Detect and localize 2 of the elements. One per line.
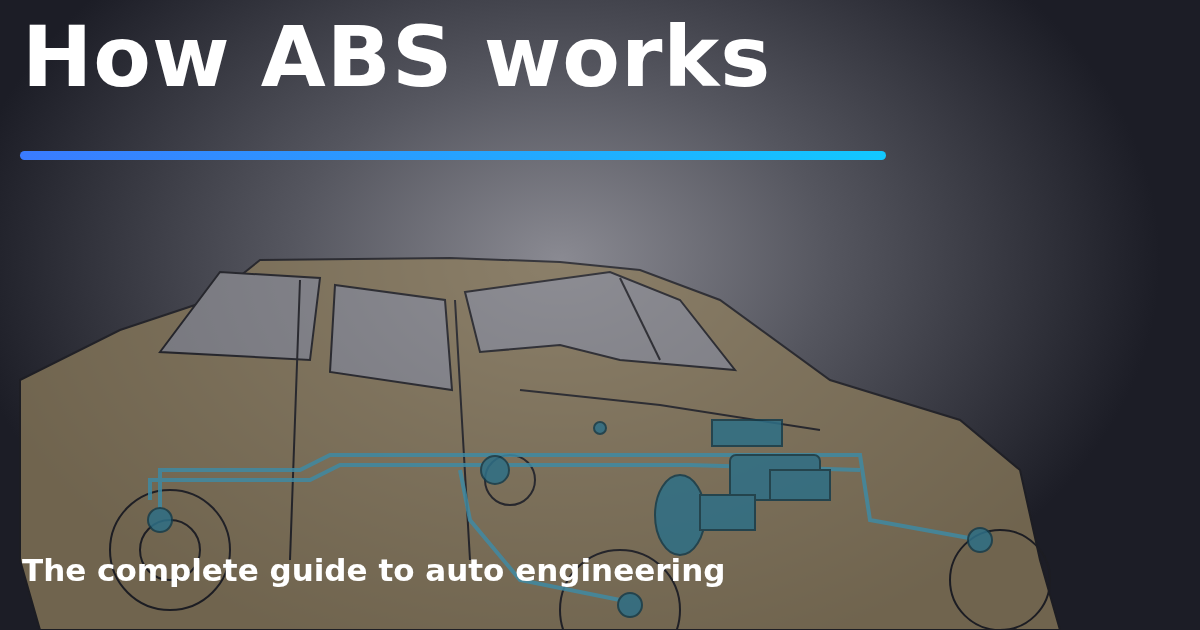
subtitle: The complete guide to auto engineering <box>22 552 726 588</box>
title: How ABS works <box>22 8 772 106</box>
